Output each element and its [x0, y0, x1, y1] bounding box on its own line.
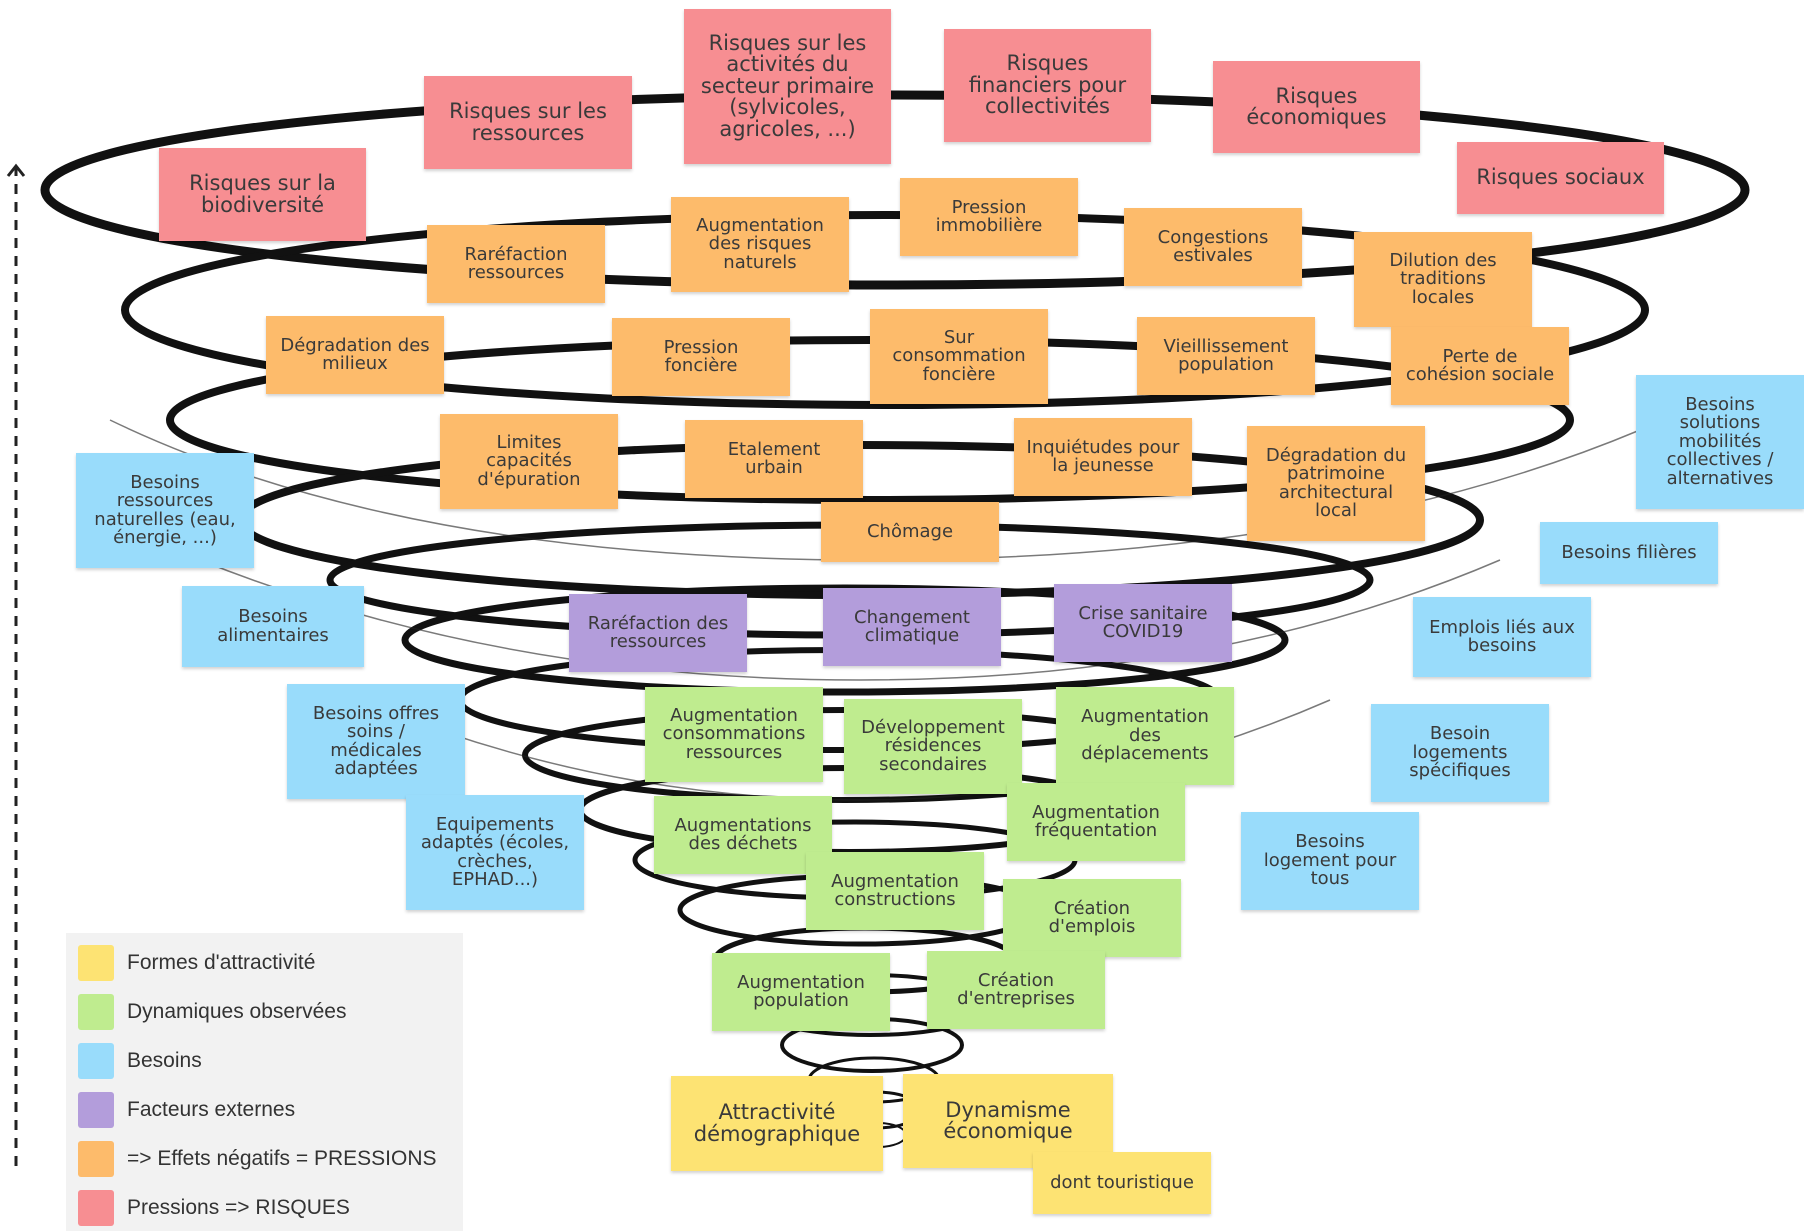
attractiveness-tourism: dont touristique — [1033, 1152, 1211, 1214]
risk-primary-sector: Risques sur les activités du secteur pri… — [684, 9, 891, 164]
pressure-summer-congestion: Congestions estivales — [1124, 208, 1302, 286]
legend-item-attractiveness: Formes d'attractivité — [78, 945, 315, 981]
legend-label: Pressions => RISQUES — [127, 1196, 350, 1219]
need-mobility-solutions: Besoins solutions mobilités collectives … — [1636, 375, 1804, 509]
dynamic-business-creation: Création d'entreprises — [927, 951, 1105, 1029]
pressure-land: Pression foncière — [612, 318, 790, 396]
external-resource-scarcity: Raréfaction des ressources — [569, 594, 747, 672]
pressure-heritage-degradation: Dégradation du patrimoine architectural … — [1247, 426, 1425, 541]
legend-swatch-red — [78, 1190, 114, 1226]
pressure-purification-limits: Limites capacités d'épuration — [440, 414, 618, 509]
dynamic-second-homes: Développement résidences secondaires — [844, 699, 1022, 794]
need-housing-for-all: Besoins logement pour tous — [1241, 812, 1419, 910]
legend-item-pressures: => Effets négatifs = PRESSIONS — [78, 1141, 437, 1177]
risk-social: Risques sociaux — [1457, 142, 1664, 214]
need-specific-housing: Besoin logements spécifiques — [1371, 704, 1549, 802]
pressure-resource-scarcity: Raréfaction ressources — [427, 225, 605, 303]
legend: Formes d'attractivité Dynamiques observé… — [66, 933, 463, 1231]
legend-label: Facteurs externes — [127, 1098, 296, 1121]
legend-swatch-green — [78, 994, 114, 1030]
need-supply-chains: Besoins filières — [1540, 522, 1718, 584]
pressure-land-overconsumption: Sur consommation foncière — [870, 309, 1048, 404]
dynamic-attendance-increase: Augmentation fréquentation — [1007, 783, 1185, 861]
pressure-traditions-dilution: Dilution des traditions locales — [1354, 232, 1532, 327]
dashed-up-arrow-icon — [6, 163, 26, 1170]
risk-biodiversity: Risques sur la biodiversité — [159, 148, 366, 241]
need-healthcare: Besoins offres soins / médicales adaptée… — [287, 684, 465, 799]
legend-swatch-blue — [78, 1043, 114, 1079]
legend-item-external: Facteurs externes — [78, 1092, 295, 1128]
dynamic-waste-increase: Augmentations des déchets — [654, 796, 832, 874]
legend-label: Besoins — [127, 1049, 202, 1072]
risk-financial: Risques financiers pour collectivités — [944, 29, 1151, 142]
dynamic-construction-increase: Augmentation constructions — [806, 852, 984, 930]
pressure-youth-concerns: Inquiétudes pour la jeunesse — [1014, 418, 1192, 496]
legend-swatch-orange — [78, 1141, 114, 1177]
pressure-aging-population: Vieillissement population — [1137, 317, 1315, 395]
legend-label: Formes d'attractivité — [127, 951, 316, 974]
pressure-natural-risks: Augmentation des risques naturels — [671, 197, 849, 292]
dynamic-job-creation: Création d'emplois — [1003, 879, 1181, 957]
legend-item-needs: Besoins — [78, 1043, 202, 1079]
need-related-jobs: Emplois liés aux besoins — [1413, 597, 1591, 677]
need-food: Besoins alimentaires — [182, 586, 364, 667]
pressure-urban-sprawl: Etalement urbain — [685, 420, 863, 498]
external-climate-change: Changement climatique — [823, 588, 1001, 666]
pressure-social-cohesion-loss: Perte de cohésion sociale — [1391, 327, 1569, 405]
risk-resources: Risques sur les ressources — [424, 76, 632, 169]
external-covid-crisis: Crise sanitaire COVID19 — [1054, 584, 1232, 662]
legend-item-risks: Pressions => RISQUES — [78, 1190, 350, 1226]
legend-swatch-yellow — [78, 945, 114, 981]
pressure-unemployment: Chômage — [821, 502, 999, 562]
attractiveness-demographic: Attractivité démographique — [671, 1076, 883, 1171]
pressure-environment-degradation: Dégradation des milieux — [266, 316, 444, 394]
legend-item-dynamics: Dynamiques observées — [78, 994, 346, 1030]
dynamic-resource-consumption: Augmentation consommations ressources — [645, 687, 823, 782]
dynamic-population-increase: Augmentation population — [712, 953, 890, 1031]
legend-label: Dynamiques observées — [127, 1000, 347, 1023]
pressure-real-estate: Pression immobilière — [900, 178, 1078, 256]
need-natural-resources: Besoins ressources naturelles (eau, éner… — [76, 453, 254, 568]
legend-label: => Effets négatifs = PRESSIONS — [127, 1147, 437, 1170]
risk-economic: Risques économiques — [1213, 61, 1420, 153]
need-equipment: Equipements adaptés (écoles, crèches, EP… — [406, 795, 584, 910]
dynamic-travel-increase: Augmentation des déplacements — [1056, 687, 1234, 785]
legend-swatch-purple — [78, 1092, 114, 1128]
